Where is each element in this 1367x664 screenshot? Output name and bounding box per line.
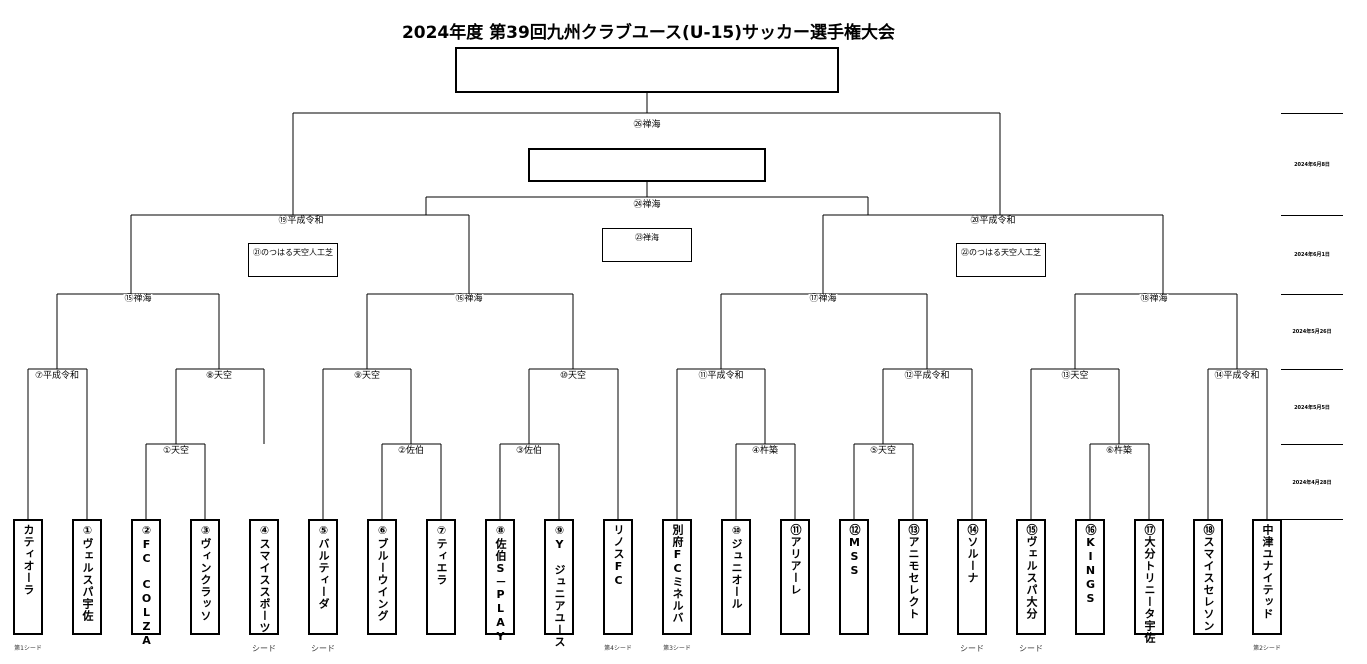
team-name: ⑦ティエラ	[435, 524, 448, 586]
seed-note: シード	[252, 644, 276, 653]
team-name: ⑤バルティーダ	[317, 524, 330, 610]
seed-note: シード	[960, 644, 984, 653]
page-title: 2024年度 第39回九州クラブユース(U-15)サッカー選手権大会	[401, 23, 896, 43]
match-label-11: ⑪平成令和	[697, 371, 745, 382]
match-label-13: ⑬天空	[1060, 371, 1090, 382]
round-date: 2024年5月5日	[1294, 405, 1330, 411]
runner-up-box	[528, 148, 766, 182]
team-name: 別府FCミネルバ	[671, 524, 684, 624]
team-box: 別府FCミネルバ	[662, 519, 692, 635]
team-name: ⑧佐伯S－PLAY	[494, 524, 507, 644]
match-label-19: ⑲平成令和	[277, 216, 325, 227]
venue-box-23: ㉓禅海	[602, 228, 692, 262]
team-box: カティオーラ	[13, 519, 43, 635]
team-name: ⑮ヴェルスパ大分	[1025, 524, 1038, 620]
date-divider	[1281, 369, 1343, 370]
team-name: ⑩ジュニオール	[730, 524, 743, 610]
round-date: 2024年4月28日	[1292, 480, 1332, 486]
venue-box-21: ㉑のつはる天空人工芝	[248, 243, 338, 277]
seed-note: シード	[311, 644, 335, 653]
champion-box	[455, 47, 839, 93]
team-box: ⑦ティエラ	[426, 519, 456, 635]
seed-note: シード	[1019, 644, 1043, 653]
team-name: ⑭ソルーナ	[966, 524, 979, 584]
team-box: ⑤バルティーダ	[308, 519, 338, 635]
team-name: カティオーラ	[22, 524, 35, 596]
team-name: リノスFC	[612, 524, 625, 588]
match-label-1: ①天空	[161, 446, 191, 457]
match-label-8: ⑧天空	[204, 371, 234, 382]
team-name: ⑯KINGS	[1084, 524, 1097, 606]
match-label-6: ⑥杵築	[1104, 446, 1134, 457]
team-name: ⑫MSS	[848, 524, 861, 578]
match-label-16: ⑯禅海	[454, 294, 484, 305]
team-name: ⑥ブルーウイング	[376, 524, 389, 622]
team-box: ⑫MSS	[839, 519, 869, 635]
date-divider	[1281, 444, 1343, 445]
team-name: ③ヴィンクラッソ	[199, 524, 212, 622]
match-label-20: ⑳平成令和	[969, 216, 1017, 227]
team-box: 中津ユナイテッド	[1252, 519, 1282, 635]
date-divider	[1281, 215, 1343, 216]
match-label-26: ㉖禅海	[632, 120, 662, 131]
team-box: ⑭ソルーナ	[957, 519, 987, 635]
round-date: 2024年6月1日	[1294, 252, 1330, 258]
date-divider	[1281, 294, 1343, 295]
match-label-9: ⑨天空	[352, 371, 382, 382]
match-label-12: ⑫平成令和	[903, 371, 951, 382]
seed-note: 第1シード	[14, 645, 42, 652]
team-box: ②FC COLZA	[131, 519, 161, 648]
team-box: ⑬アニモセレクト	[898, 519, 928, 635]
match-label-14: ⑭平成令和	[1213, 371, 1261, 382]
seed-note: 第3シード	[663, 645, 691, 652]
team-box: ⑨Y ジュニアユース	[544, 519, 574, 648]
seed-note: 第4シード	[604, 645, 632, 652]
round-date: 2024年6月8日	[1294, 162, 1330, 168]
team-name: ⑰大分トリニータ宇佐	[1143, 524, 1156, 644]
match-label-17: ⑰禅海	[808, 294, 838, 305]
team-box: ⑱スマイスセレソン	[1193, 519, 1223, 635]
team-name: ⑬アニモセレクト	[907, 524, 920, 620]
team-name: ④スマイススポーツ	[258, 524, 271, 634]
match-label-18: ⑱禅海	[1139, 294, 1169, 305]
match-label-4: ④杵築	[750, 446, 780, 457]
team-name: ①ヴェルスパ宇佐	[81, 524, 94, 622]
team-box: ⑧佐伯S－PLAY	[485, 519, 515, 644]
team-box: ⑪アリアーレ	[780, 519, 810, 635]
team-name: ⑨Y ジュニアユース	[553, 524, 566, 648]
team-box: ⑰大分トリニータ宇佐	[1134, 519, 1164, 644]
team-box: ⑯KINGS	[1075, 519, 1105, 635]
seed-note: 第2シード	[1253, 645, 1281, 652]
match-label-10: ⑩天空	[558, 371, 588, 382]
team-box: リノスFC	[603, 519, 633, 635]
team-box: ⑮ヴェルスパ大分	[1016, 519, 1046, 635]
match-label-2: ②佐伯	[396, 446, 426, 457]
team-name: ②FC COLZA	[140, 524, 153, 648]
team-name: ⑱スマイスセレソン	[1202, 524, 1215, 632]
team-name: 中津ユナイテッド	[1261, 524, 1274, 620]
date-divider	[1281, 113, 1343, 114]
venue-box-22: ㉒のつはる天空人工芝	[956, 243, 1046, 277]
team-box: ④スマイススポーツ	[249, 519, 279, 635]
match-label-7: ⑦平成令和	[33, 371, 81, 382]
team-box: ①ヴェルスパ宇佐	[72, 519, 102, 635]
team-box: ⑩ジュニオール	[721, 519, 751, 635]
round-date: 2024年5月26日	[1292, 329, 1332, 335]
match-label-5: ⑤天空	[868, 446, 898, 457]
team-box: ⑥ブルーウイング	[367, 519, 397, 635]
match-label-15: ⑮禅海	[123, 294, 153, 305]
team-box: ③ヴィンクラッソ	[190, 519, 220, 635]
date-divider	[1281, 519, 1343, 520]
match-label-24: ㉔禅海	[632, 200, 662, 211]
match-label-3: ③佐伯	[514, 446, 544, 457]
team-name: ⑪アリアーレ	[789, 524, 802, 596]
